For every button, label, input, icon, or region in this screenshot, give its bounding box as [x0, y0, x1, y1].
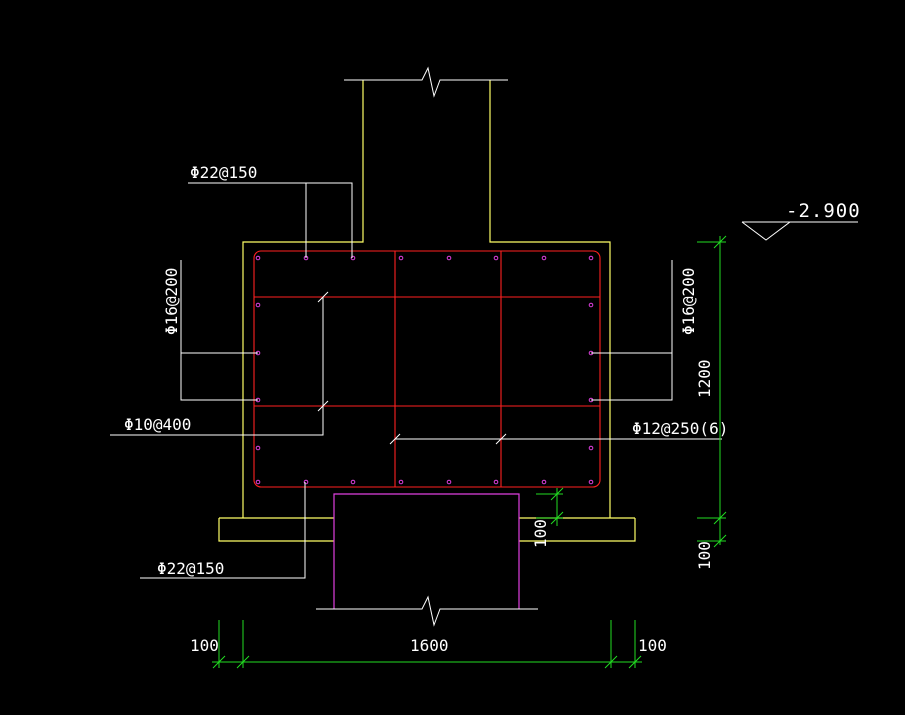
bottom-bar-label: Φ22@150: [157, 559, 224, 578]
right-offset-dimension-label: 100: [638, 636, 667, 655]
elevation-label: -2.900: [786, 200, 861, 222]
left-offset-dimension-label: 100: [190, 636, 219, 655]
tie-bar-label: Φ10@400: [124, 415, 191, 434]
left-side-bar-label: Φ16@200: [162, 268, 181, 335]
pile-outline: [316, 493, 538, 627]
dimension-lines: [212, 235, 727, 669]
leader-lines: [110, 182, 858, 579]
rebar-cage: [253, 250, 601, 488]
bottom-layer-dimension-label: 100: [695, 541, 714, 570]
cushion-outline: [218, 517, 636, 542]
height-dimension-label: 1200: [695, 359, 714, 398]
column-outline: [242, 66, 611, 518]
stirrup-label: Φ12@250(6): [632, 419, 728, 438]
right-side-bar-label: Φ16@200: [679, 268, 698, 335]
width-dimension-label: 1600: [410, 636, 449, 655]
rebar-dots: [255, 255, 594, 485]
top-bar-label: Φ22@150: [190, 163, 257, 182]
cover-dimension-label: 100: [531, 519, 550, 548]
